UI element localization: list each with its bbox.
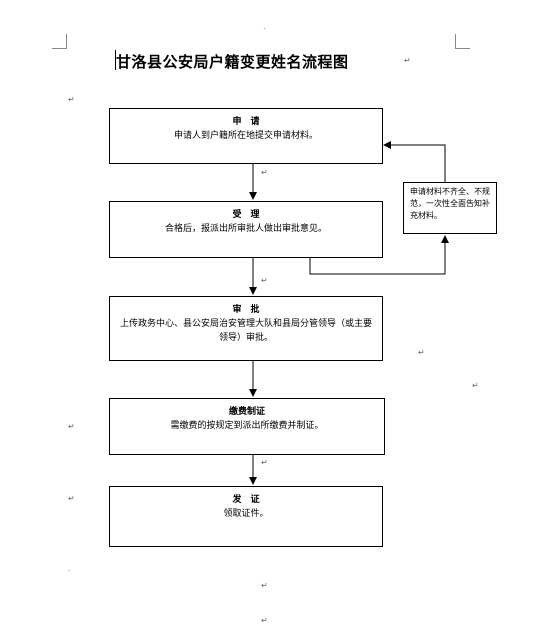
para-mark: ↵ — [261, 168, 268, 177]
para-mark: . — [68, 564, 71, 573]
para-mark: ↵ — [261, 276, 268, 285]
para-mark: ↵ — [68, 422, 75, 431]
crop-mark-top-left — [52, 34, 67, 49]
step-issue: 发 证 领取证件。 — [109, 486, 383, 547]
para-mark: ↵ — [472, 381, 479, 390]
step-heading: 发 证 — [232, 495, 260, 505]
step-heading: 受 理 — [232, 210, 260, 220]
step-text: 合格后，报派出所审批人做出审批意见。 — [164, 224, 327, 234]
step-text: 需缴费的按规定到派出所缴费并制证。 — [170, 421, 324, 431]
para-mark: . — [263, 22, 266, 31]
step-heading: 审 批 — [232, 305, 260, 315]
para-mark: ↵ — [68, 95, 75, 104]
step-text: 申请人到户籍所在地提交申请材料。 — [173, 131, 318, 141]
incomplete-materials-note: 申请材料不齐全、不规范，一次性全面告知补充材料。 — [403, 182, 497, 234]
step-apply: 申 请 申请人到户籍所在地提交申请材料。 — [109, 108, 383, 164]
step-text: 领取证件。 — [223, 509, 269, 519]
crop-mark-top-right — [455, 34, 470, 49]
step-heading: 申 请 — [232, 117, 260, 127]
notice-arrow — [383, 141, 446, 182]
step-fee: 缴费制证 需缴费的按规定到派出所缴费并制证。 — [109, 398, 385, 455]
step-approve: 审 批 上传政务中心、县公安局治安管理大队和县局分管领导（或主要领导）审批。 — [109, 296, 383, 361]
para-mark: ↵ — [404, 56, 411, 65]
para-mark: ↵ — [418, 348, 425, 357]
para-mark: ↵ — [261, 458, 268, 467]
text-cursor — [115, 50, 116, 70]
step-accept: 受 理 合格后，报派出所审批人做出审批意见。 — [109, 201, 383, 258]
page-title: 甘洛县公安局户籍变更姓名流程图 — [116, 53, 349, 71]
step-text: 上传政务中心、县公安局治安管理大队和县局分管领导（或主要领导）审批。 — [120, 319, 373, 343]
step-heading: 缴费制证 — [228, 407, 265, 417]
return-arrow — [309, 235, 449, 275]
para-mark: ↵ — [261, 616, 268, 625]
para-mark: ↵ — [68, 494, 75, 503]
para-mark: ↵ — [261, 581, 268, 590]
